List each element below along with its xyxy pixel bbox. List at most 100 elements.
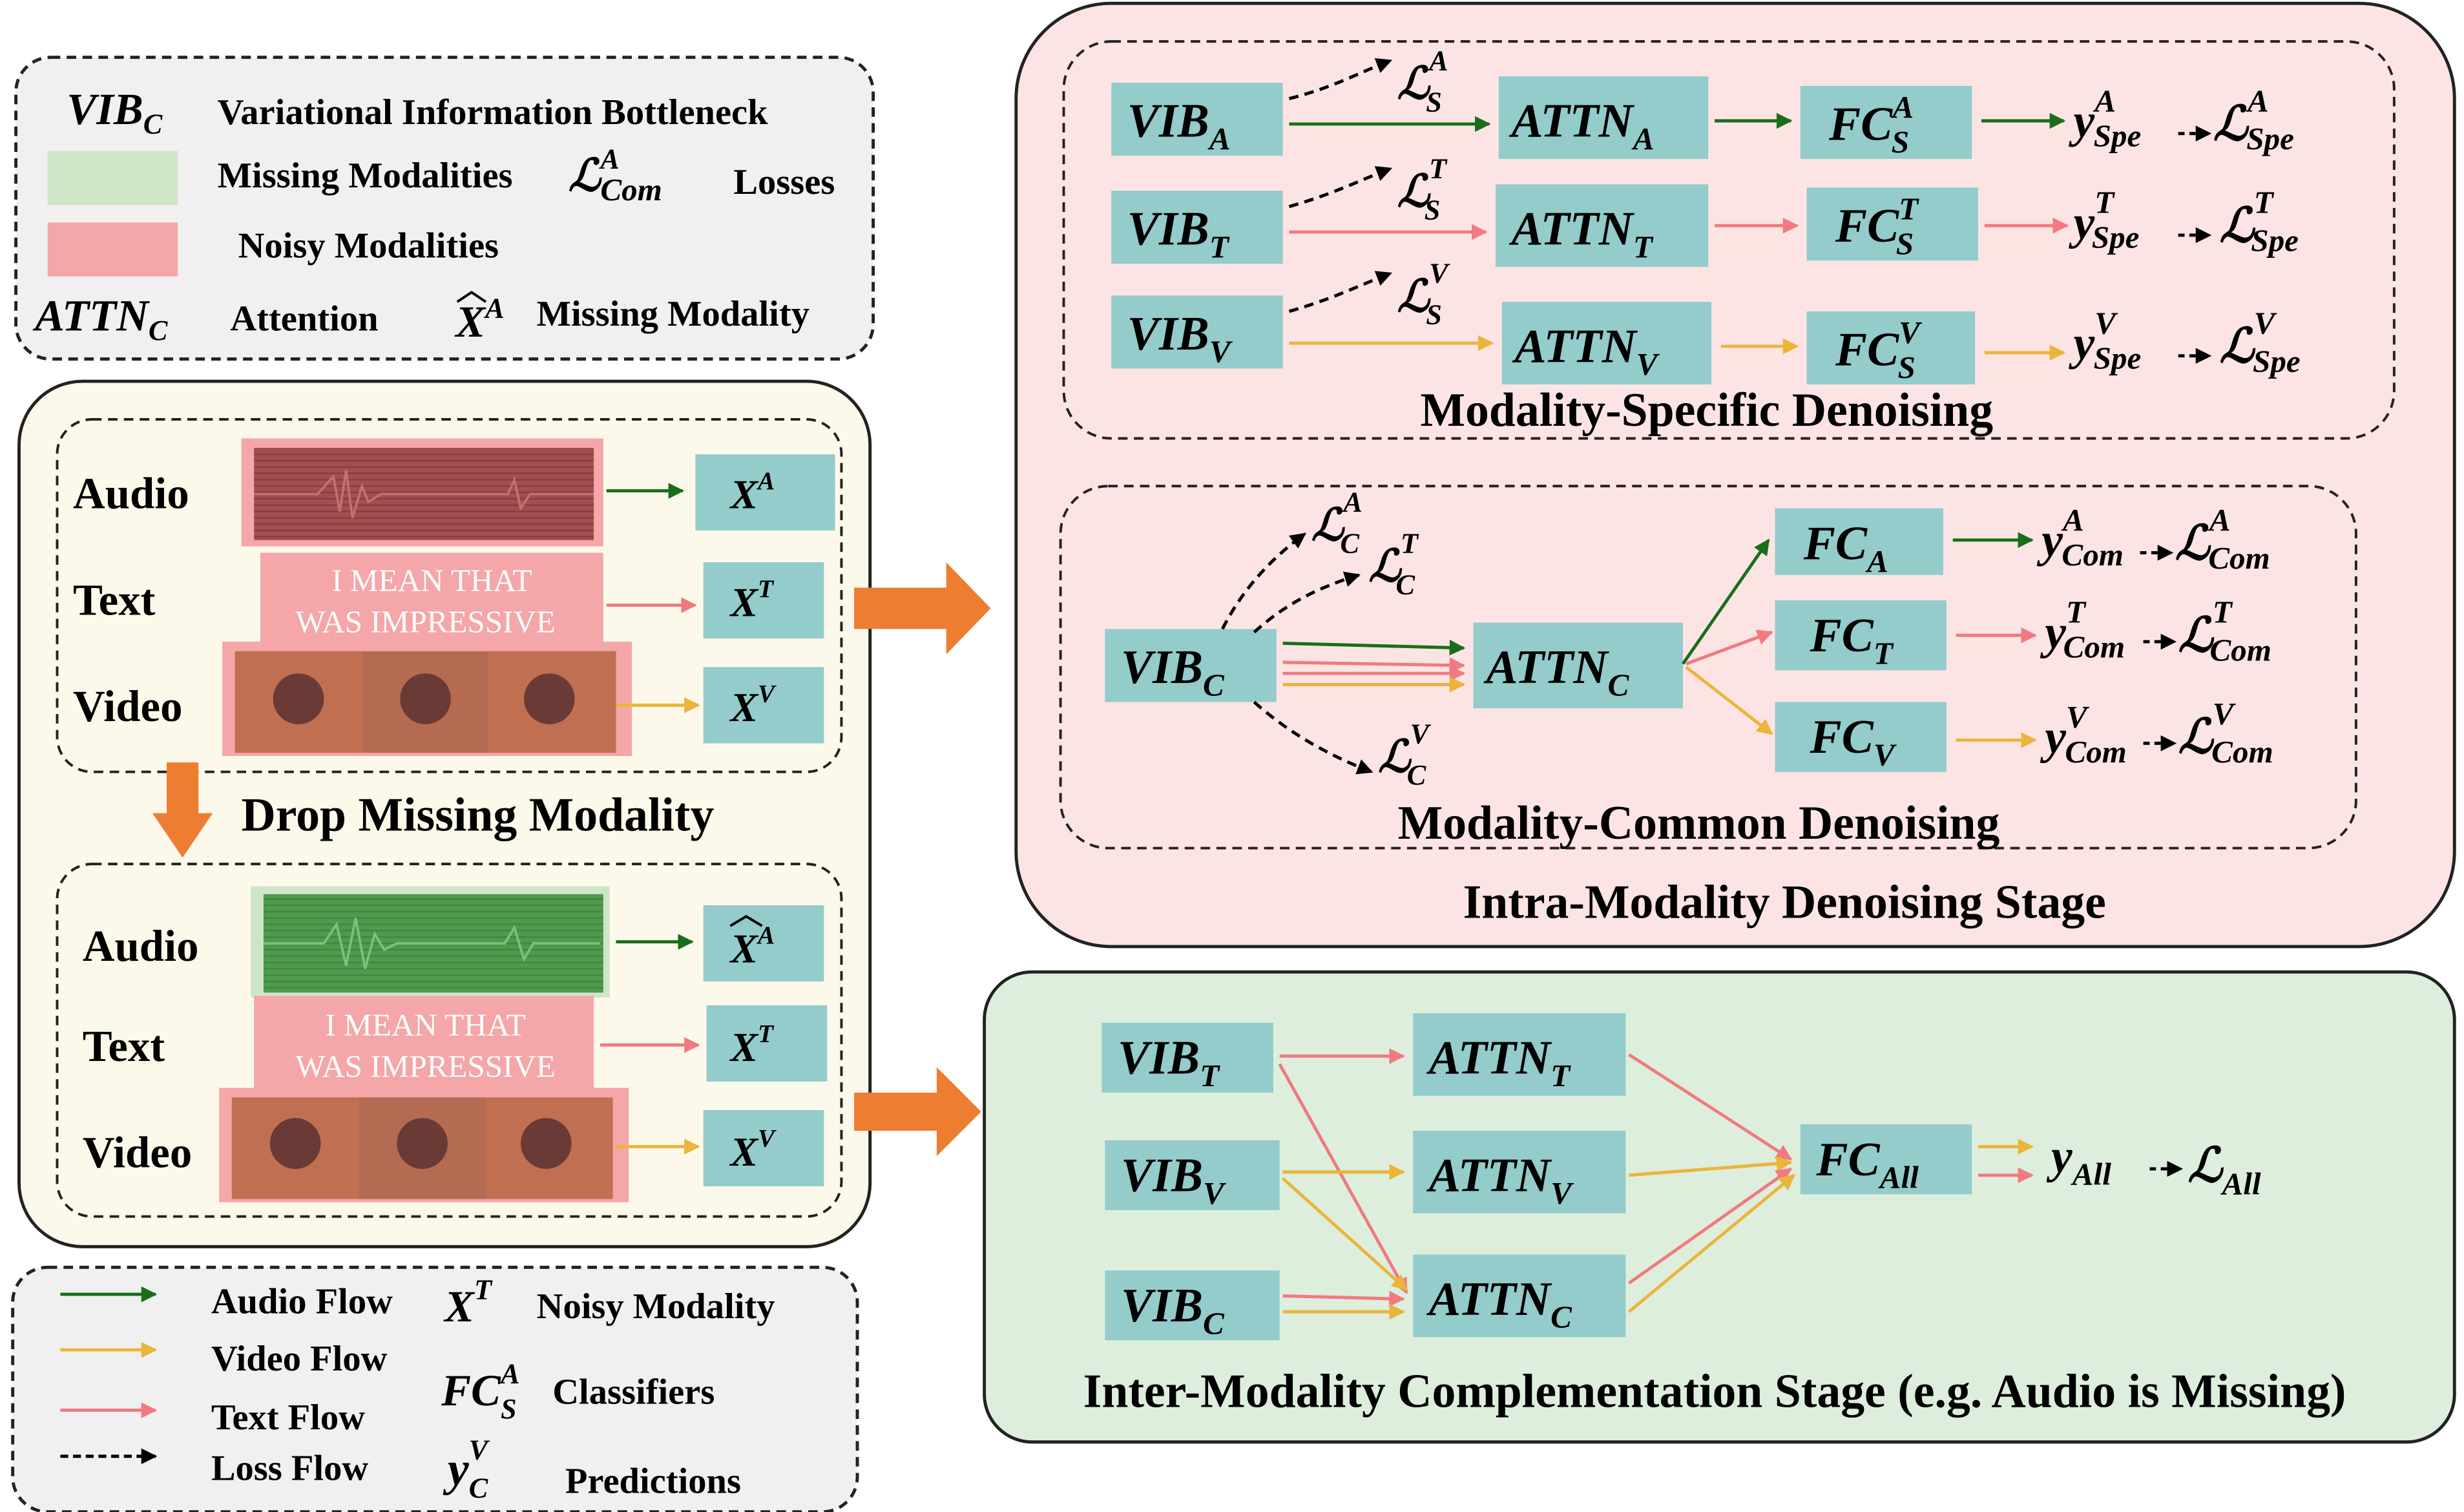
bottom-xv-box — [703, 1110, 824, 1186]
top-xa-box — [695, 454, 835, 531]
svg-text:ATTNT: ATTNT — [1509, 202, 1654, 265]
flow-legend: Audio Flow Video Flow Text Flow Loss Flo… — [11, 1265, 859, 1512]
attn-a-box — [1498, 76, 1709, 159]
svg-text:ℒVC: ℒVC — [1378, 718, 1432, 791]
svg-text:I MEAN THAT: I MEAN THAT — [326, 1007, 526, 1043]
top-xv-box — [703, 667, 824, 744]
inter-vib-c-box — [1105, 1270, 1280, 1341]
top-audio-label: Audio — [73, 469, 189, 518]
input-panel: Audio XA Text I MEAN THAT WAS IMPRESSIVE… — [17, 379, 872, 1248]
inter-stage: Inter-Modality Complementation Stage (e.… — [983, 970, 2456, 1444]
to-intra-arrow — [854, 562, 991, 655]
bottom-text-label: Text — [83, 1022, 165, 1071]
svg-text:Audio Flow: Audio Flow — [211, 1282, 393, 1322]
svg-text:VIBV: VIBV — [1121, 1148, 1227, 1211]
fc-sa-box — [1800, 85, 1972, 159]
vib-a-box — [1111, 83, 1283, 156]
top-xt: XT — [729, 574, 775, 625]
svg-text:ATTNC: ATTNC — [1483, 640, 1629, 703]
svg-text:ℒTS: ℒTS — [1397, 152, 1448, 226]
svg-text:FCA: FCA — [1803, 516, 1888, 579]
top-video-label: Video — [73, 682, 182, 731]
fc-t-box — [1775, 600, 1947, 671]
svg-text:VIBA: VIBA — [1127, 94, 1231, 157]
bottom-xt-box — [706, 1005, 828, 1082]
top-legend: VIBC Variational Information Bottleneck … — [14, 56, 875, 361]
intra-stage: Intra-Modality Denoising Stage Modality-… — [1014, 1, 2456, 949]
svg-text:Predictions: Predictions — [565, 1461, 741, 1501]
svg-text:VIBT: VIBT — [1118, 1031, 1220, 1093]
svg-text:Loss Flow: Loss Flow — [211, 1449, 369, 1489]
legend-losses-text: Losses — [733, 162, 835, 202]
svg-text:ATTNT: ATTNT — [1426, 1031, 1571, 1093]
legend-noisy-swatch — [47, 222, 178, 277]
specific-title: Modality-Specific Denoising — [1420, 383, 1993, 436]
svg-text:ATTNC: ATTNC — [1426, 1272, 1572, 1335]
legend-vib-symbol: VIBC — [67, 85, 163, 140]
svg-text:ATTNV: ATTNV — [1512, 320, 1660, 383]
vib-v-box — [1111, 295, 1283, 369]
svg-text:FCV: FCV — [1810, 710, 1897, 773]
top-xa: XA — [729, 467, 775, 517]
bottom-text-sample — [254, 996, 594, 1088]
bottom-xa-box — [703, 905, 824, 982]
svg-text:VIBV: VIBV — [1127, 307, 1233, 370]
to-inter-arrow — [854, 1067, 981, 1157]
fc-sv-box — [1806, 311, 1976, 384]
bottom-video-label: Video — [83, 1128, 192, 1177]
svg-text:Text Flow: Text Flow — [211, 1398, 365, 1438]
drop-arrow — [152, 762, 213, 858]
legend-missing-mod-symbol: XA — [454, 293, 504, 346]
fc-st-box — [1806, 187, 1979, 261]
inter-attn-c-box — [1413, 1254, 1626, 1338]
svg-text:ℒAS: ℒAS — [1397, 45, 1448, 118]
attn-v-box — [1501, 302, 1712, 384]
intra-title: Intra-Modality Denoising Stage — [1463, 876, 2106, 929]
legend-missing-modality-text: Missing Modality — [537, 294, 809, 334]
fc-all-box — [1800, 1124, 1972, 1195]
common-title: Modality-Common Denoising — [1398, 796, 2000, 849]
svg-text:ℒTC: ℒTC — [1368, 527, 1419, 600]
svg-text:I MEAN THAT: I MEAN THAT — [331, 562, 532, 598]
legend-missing-swatch — [47, 151, 178, 205]
top-xv: XV — [729, 679, 777, 730]
legend-missing-text: Missing Modalities — [218, 156, 513, 196]
legend-noisy-text: Noisy Modalities — [238, 226, 499, 266]
svg-text:VIBC: VIBC — [1121, 1279, 1225, 1341]
legend-attn-symbol: ATTNC — [32, 291, 168, 346]
drop-label: Drop Missing Modality — [242, 788, 715, 841]
inter-title: Inter-Modality Complementation Stage (e.… — [1083, 1365, 2346, 1418]
legend-vib-text: Variational Information Bottleneck — [218, 92, 768, 132]
attn-c-box — [1473, 622, 1683, 709]
top-text-sample — [260, 552, 603, 645]
svg-text:ℒAll: ℒAll — [2187, 1139, 2261, 1202]
svg-text:ATTNA: ATTNA — [1509, 94, 1655, 157]
fc-v-box — [1775, 702, 1947, 772]
legend-noisy-symbol: XT — [443, 1274, 493, 1330]
vib-t-box — [1111, 191, 1283, 264]
svg-text:WAS IMPRESSIVE: WAS IMPRESSIVE — [295, 604, 556, 639]
legend-attention-text: Attention — [230, 299, 378, 339]
svg-text:FCT: FCT — [1810, 609, 1894, 671]
svg-text:VIBC: VIBC — [1121, 640, 1225, 703]
inter-vib-t-box — [1101, 1022, 1273, 1093]
bottom-xv: XV — [729, 1124, 777, 1175]
attn-t-box — [1495, 184, 1709, 268]
fc-a-box — [1775, 508, 1943, 575]
svg-text:ATTNV: ATTNV — [1426, 1148, 1574, 1211]
svg-text:WAS IMPRESSIVE: WAS IMPRESSIVE — [295, 1048, 556, 1084]
svg-text:VIBT: VIBT — [1127, 202, 1230, 265]
